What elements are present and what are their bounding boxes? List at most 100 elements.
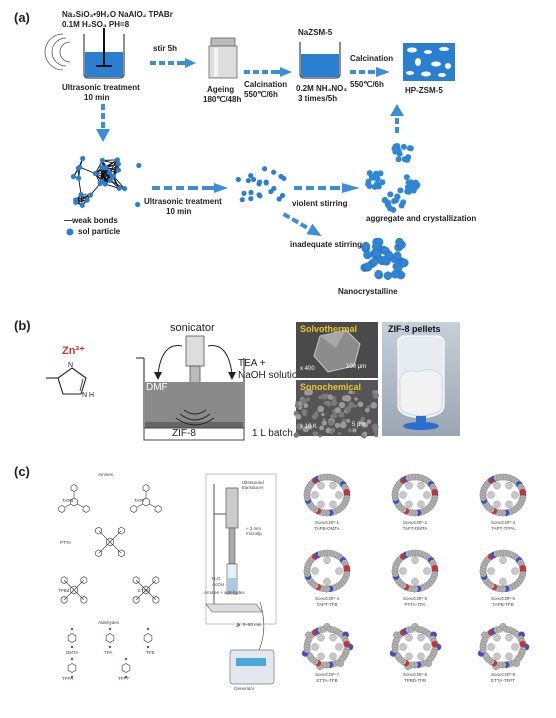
cof-monomers: TAPT-TFB [316, 602, 338, 607]
sem-image-sonochemical: Sonochemical x 10 K 5 μm [293, 380, 379, 439]
cof-model-icon [479, 549, 527, 593]
calcination-label: Calcination [244, 80, 288, 89]
calcination-cond: 550℃/6h [244, 90, 278, 99]
imidazole-structure-icon [46, 367, 87, 395]
nh4no3-label: 0.2M NH₄NO₃ [296, 84, 348, 93]
cof-model-icon [391, 473, 439, 517]
naoh-label: NaOH solution [238, 370, 304, 381]
ultrasonic-label: Ultrasonic treatment [62, 83, 140, 92]
etta-label: ETTA [138, 588, 150, 593]
cof-model-icon [479, 473, 527, 517]
acoh-label: AcOH [212, 582, 225, 587]
arrow-right-icon [150, 58, 196, 68]
aldehydes-header: Aldehydes [98, 620, 120, 625]
batch-label: 1 L batch [252, 428, 293, 439]
tfpa-label: TFPA [62, 676, 74, 681]
cof-name: SonoCOF-5 [402, 596, 427, 601]
beaker-icon [299, 42, 341, 79]
cof-name: SonoCOF-2 [402, 520, 427, 525]
amines-header: Amines [98, 472, 114, 477]
sem-image-solvothermal: Solvothermal x 400 100 μm [296, 322, 378, 378]
panel-a-label: (a) [14, 10, 30, 25]
arrow-up-icon [390, 104, 404, 133]
cof-model-icon [301, 622, 354, 671]
stir-label: stir 5h [153, 44, 178, 53]
cof-monomers: TPBD-TFB [404, 678, 426, 683]
mix-label: Amines + aldehydes [204, 590, 245, 595]
zif8-pellets-photo: ZIF-8 pellets [382, 322, 460, 436]
transducer-label: Ultrasound transducer [242, 480, 264, 490]
ultrasonic2-time: 10 min [166, 207, 192, 216]
cof-name: SonoCOF-4 [314, 596, 339, 601]
cof-monomers: TAPT-TFPA [491, 526, 515, 531]
reagents-text: Na₂SiO₃•9H₂O NaAlO₂ TPABr [62, 10, 173, 19]
ultrasonic2-label: Ultrasonic treatment [144, 197, 222, 206]
cof-name: SonoCOF-7 [314, 672, 339, 677]
tpa-label: TPA [104, 650, 113, 655]
cof-monomers: ETTA-TFPT [491, 678, 515, 683]
sol-network-icon [70, 155, 142, 208]
arrow-right-icon [350, 67, 390, 77]
arrow-right-icon [294, 183, 360, 193]
dmta-label: DMTA [66, 650, 79, 655]
ageing-cond: 180℃/48h [203, 95, 242, 104]
weak-bonds-label: —weak bonds [64, 216, 118, 225]
sonochemical-label: Sonochemical [300, 382, 362, 392]
cof-model-icon [303, 549, 351, 593]
mag1-label: x 400 [300, 366, 315, 372]
cof-model-icon [303, 473, 351, 517]
ultrasonic-beaker-icon [44, 28, 125, 79]
tea-label: TEA + [238, 358, 266, 369]
sol-particle-label: sol particle [78, 227, 121, 236]
inadequate-label: inadequate stirring [290, 240, 363, 249]
arrow-diagonal-icon [282, 212, 322, 236]
aggregate-clusters-icon [365, 143, 421, 213]
microtip-label: ≈ 3 mm microtip [246, 526, 262, 536]
nh4no3-cond: 3 times/5h [298, 94, 338, 103]
autoclave-icon [208, 37, 238, 79]
imidazole-n: N [68, 362, 74, 369]
nanocrystalline-label: Nanocrystalline [338, 287, 398, 296]
imidazole-nh: N H [82, 392, 95, 399]
zn-ion: Zn²⁺ [62, 345, 85, 357]
aggregate-label: aggregate and crystallization [366, 214, 477, 223]
monomers-structures-icon [58, 484, 162, 679]
cof-monomers: TAPB-TFB [492, 602, 514, 607]
tfpt-label: TFPT [118, 676, 130, 681]
cof-model-icon [389, 622, 442, 671]
tfb-label: TFB [146, 650, 155, 655]
tapb-label: TAPB [62, 498, 74, 503]
cof-name: SonoCOF-3 [490, 520, 515, 525]
hpzsm5-label: HP-ZSM-5 [405, 86, 443, 95]
reagents-text-2: 0.1M H₂SO₄ PH=8 [62, 20, 130, 29]
tpbd-label: TPBd [58, 588, 70, 593]
arrow-down-icon [96, 104, 110, 142]
ptta-label: PTTA [60, 540, 72, 545]
cof-name: SonoCOF-6 [490, 596, 515, 601]
arrow-right-icon [152, 183, 228, 193]
ageing-label: Ageing [207, 85, 235, 94]
dispersed-particles-icon [235, 166, 287, 203]
cof-name: SonoCOF-8 [402, 672, 427, 677]
nanocrystalline-icon [360, 237, 409, 280]
mag2-label: x 10 K [300, 424, 318, 430]
generator-label: Generator [234, 686, 255, 691]
scale1-label: 100 μm [346, 364, 367, 370]
hp-zsm5-icon [403, 43, 455, 81]
cof-monomers: TAPT-DMTA [402, 526, 428, 531]
arrow-right-icon [244, 67, 292, 77]
ultrasonic-time: 10 min [84, 93, 110, 102]
nazsm5-label: NaZSM-5 [298, 28, 333, 37]
cof-model-icon [477, 622, 530, 671]
solvothermal-label: Solvothermal [300, 324, 358, 334]
sonication-apparatus-icon [205, 473, 277, 685]
tapt-label: TAPT [134, 498, 146, 503]
